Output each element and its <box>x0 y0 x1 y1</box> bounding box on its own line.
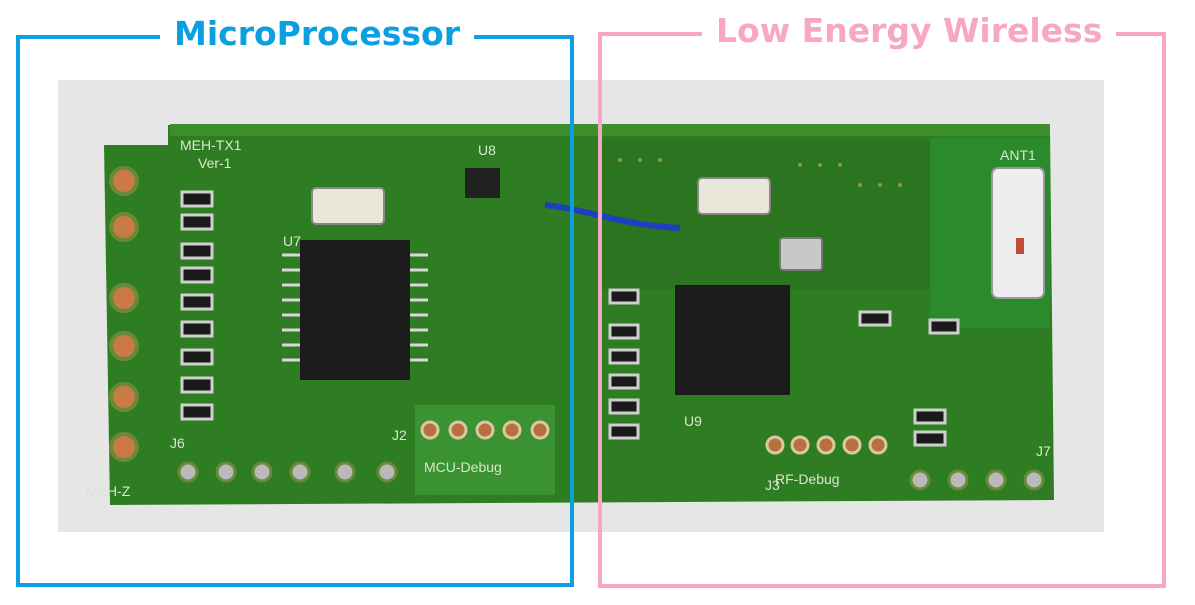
antenna-marker <box>1016 238 1024 254</box>
svg-text:J7: J7 <box>1036 443 1051 459</box>
microprocessor-label: MicroProcessor <box>160 14 474 54</box>
mcu-chip <box>300 240 410 380</box>
antenna-chip <box>991 167 1045 299</box>
svg-text:MEH-TX1: MEH-TX1 <box>180 137 242 153</box>
svg-text:RF-Debug: RF-Debug <box>775 471 840 487</box>
microprocessor-frame <box>16 35 574 587</box>
crystal-y3 <box>779 237 823 271</box>
svg-text:J2: J2 <box>392 427 407 443</box>
jumper-wire <box>544 202 681 231</box>
sensor-chip <box>465 168 500 198</box>
svg-text:Ver-1: Ver-1 <box>198 155 232 171</box>
svg-text:J3: J3 <box>765 477 780 493</box>
crystal-y1 <box>311 187 385 225</box>
svg-text:U8: U8 <box>478 142 496 158</box>
crystal-y2 <box>697 177 771 215</box>
pcb-top-edge <box>170 124 1050 136</box>
rf-chip <box>675 285 790 395</box>
svg-text:U7: U7 <box>283 233 301 249</box>
low-energy-wireless-label: Low Energy Wireless <box>702 11 1117 51</box>
low-energy-wireless-frame <box>598 32 1166 588</box>
debug-header-area <box>415 405 555 495</box>
svg-text:MCU-Debug: MCU-Debug <box>424 459 502 475</box>
svg-text:U9: U9 <box>684 413 702 429</box>
svg-text:ANT1: ANT1 <box>1000 147 1036 163</box>
svg-text:J6: J6 <box>170 435 185 451</box>
svg-text:MEH-Z: MEH-Z <box>86 483 131 499</box>
